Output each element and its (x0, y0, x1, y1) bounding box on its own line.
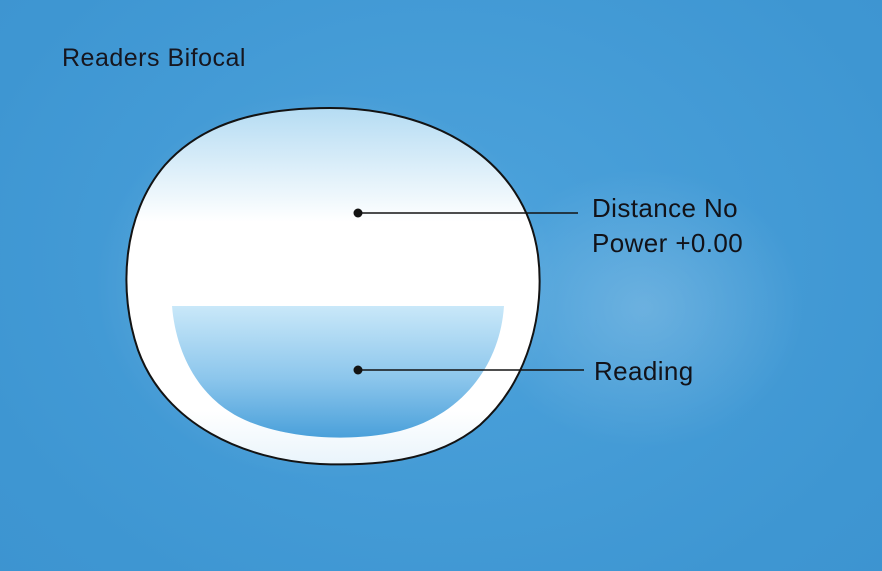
distance-callout-dot (353, 208, 363, 218)
reading-segment (172, 306, 504, 438)
distance-label-line2: Power +0.00 (592, 228, 744, 258)
distance-label-line1: Distance No (592, 193, 739, 223)
reading-label: Reading (594, 356, 694, 386)
reading-callout-dot (353, 365, 363, 375)
distance-label: Distance No Power +0.00 (592, 191, 743, 261)
diagram-title: Readers Bifocal (62, 44, 246, 72)
